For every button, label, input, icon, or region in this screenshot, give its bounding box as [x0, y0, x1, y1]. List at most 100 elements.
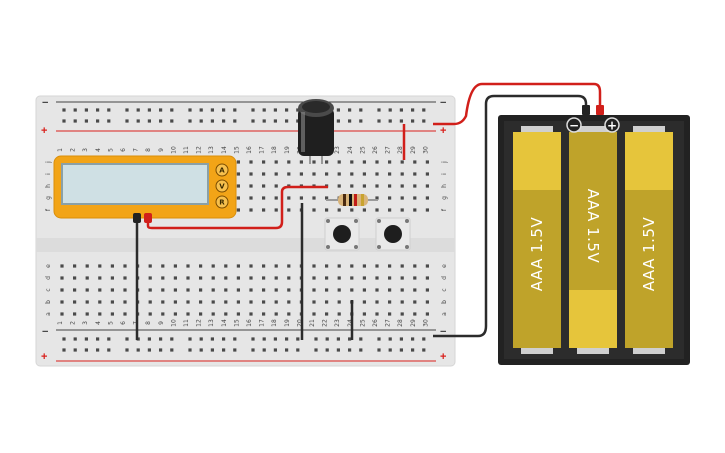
breadboard-hole[interactable] — [60, 276, 64, 280]
breadboard-hole[interactable] — [413, 264, 417, 268]
breadboard-hole[interactable] — [362, 300, 366, 304]
breadboard-hole[interactable] — [337, 208, 341, 212]
breadboard-hole[interactable] — [262, 337, 266, 341]
breadboard-hole[interactable] — [199, 264, 203, 268]
breadboard-hole[interactable] — [287, 276, 291, 280]
breadboard-hole[interactable] — [337, 184, 341, 188]
breadboard-hole[interactable] — [84, 119, 88, 123]
breadboard-hole[interactable] — [96, 337, 100, 341]
breadboard-hole[interactable] — [110, 276, 114, 280]
breadboard-hole[interactable] — [170, 348, 174, 352]
breadboard-hole[interactable] — [147, 348, 151, 352]
breadboard-hole[interactable] — [375, 312, 379, 316]
multimeter-mode-a-button[interactable]: A — [215, 163, 229, 177]
breadboard-hole[interactable] — [251, 108, 255, 112]
breadboard-hole[interactable] — [210, 348, 214, 352]
breadboard-hole[interactable] — [199, 348, 203, 352]
breadboard-hole[interactable] — [147, 108, 151, 112]
breadboard-hole[interactable] — [325, 288, 329, 292]
breadboard-hole[interactable] — [262, 300, 266, 304]
breadboard-hole[interactable] — [285, 108, 289, 112]
breadboard-hole[interactable] — [262, 184, 266, 188]
breadboard-hole[interactable] — [110, 300, 114, 304]
breadboard-hole[interactable] — [375, 172, 379, 176]
breadboard-hole[interactable] — [199, 300, 203, 304]
breadboard-hole[interactable] — [170, 108, 174, 112]
breadboard-hole[interactable] — [400, 276, 404, 280]
breadboard-hole[interactable] — [425, 196, 429, 200]
breadboard-hole[interactable] — [377, 337, 381, 341]
breadboard-hole[interactable] — [173, 300, 177, 304]
electrolytic-capacitor[interactable] — [298, 99, 334, 164]
breadboard-hole[interactable] — [211, 264, 215, 268]
breadboard-hole[interactable] — [73, 119, 77, 123]
breadboard-hole[interactable] — [336, 119, 340, 123]
breadboard-hole[interactable] — [336, 348, 340, 352]
breadboard-hole[interactable] — [425, 264, 429, 268]
meter-red-lead-wire[interactable] — [146, 185, 328, 230]
multimeter-mode-v-button[interactable]: V — [215, 179, 229, 193]
breadboard-hole[interactable] — [296, 337, 300, 341]
breadboard-hole[interactable] — [159, 337, 163, 341]
breadboard-hole[interactable] — [222, 108, 226, 112]
breadboard-hole[interactable] — [224, 312, 228, 316]
breadboard-hole[interactable] — [262, 208, 266, 212]
breadboard-hole[interactable] — [136, 108, 140, 112]
breadboard-hole[interactable] — [312, 172, 316, 176]
breadboard-hole[interactable] — [98, 264, 102, 268]
breadboard-hole[interactable] — [413, 172, 417, 176]
breadboard-hole[interactable] — [199, 276, 203, 280]
breadboard-hole[interactable] — [422, 119, 426, 123]
breadboard-hole[interactable] — [413, 208, 417, 212]
breadboard-hole[interactable] — [161, 276, 165, 280]
breadboard-hole[interactable] — [337, 288, 341, 292]
breadboard-hole[interactable] — [173, 288, 177, 292]
breadboard-hole[interactable] — [362, 208, 366, 212]
breadboard-hole[interactable] — [123, 288, 127, 292]
breadboard-hole[interactable] — [199, 288, 203, 292]
breadboard-hole[interactable] — [399, 108, 403, 112]
breadboard-hole[interactable] — [400, 288, 404, 292]
breadboard-hole[interactable] — [348, 108, 352, 112]
breadboard-hole[interactable] — [262, 264, 266, 268]
breadboard-hole[interactable] — [161, 312, 165, 316]
breadboard-hole[interactable] — [377, 119, 381, 123]
breadboard-hole[interactable] — [388, 119, 392, 123]
breadboard-hole[interactable] — [425, 312, 429, 316]
breadboard-hole[interactable] — [375, 288, 379, 292]
breadboard-hole[interactable] — [222, 119, 226, 123]
breadboard-hole[interactable] — [400, 196, 404, 200]
breadboard-hole[interactable] — [388, 184, 392, 188]
breadboard-hole[interactable] — [73, 337, 77, 341]
breadboard-hole[interactable] — [236, 264, 240, 268]
breadboard-hole[interactable] — [425, 160, 429, 164]
breadboard-hole[interactable] — [413, 184, 417, 188]
breadboard-hole[interactable] — [123, 264, 127, 268]
battery-minus-terminal[interactable]: − — [566, 117, 582, 133]
breadboard-hole[interactable] — [375, 300, 379, 304]
breadboard-hole[interactable] — [425, 300, 429, 304]
breadboard-hole[interactable] — [362, 264, 366, 268]
breadboard-hole[interactable] — [362, 312, 366, 316]
breadboard-hole[interactable] — [60, 288, 64, 292]
breadboard-hole[interactable] — [377, 108, 381, 112]
breadboard-hole[interactable] — [375, 276, 379, 280]
breadboard-hole[interactable] — [388, 300, 392, 304]
breadboard-hole[interactable] — [388, 196, 392, 200]
breadboard-hole[interactable] — [136, 348, 140, 352]
breadboard-hole[interactable] — [350, 172, 354, 176]
breadboard-hole[interactable] — [224, 276, 228, 280]
breadboard-hole[interactable] — [262, 119, 266, 123]
breadboard-hole[interactable] — [262, 160, 266, 164]
breadboard-hole[interactable] — [123, 276, 127, 280]
breadboard-hole[interactable] — [222, 337, 226, 341]
breadboard-hole[interactable] — [107, 348, 111, 352]
breadboard-hole[interactable] — [314, 337, 318, 341]
breadboard-hole[interactable] — [211, 312, 215, 316]
breadboard-hole[interactable] — [273, 337, 277, 341]
breadboard-hole[interactable] — [274, 184, 278, 188]
breadboard-hole[interactable] — [348, 337, 352, 341]
battery-plus-terminal[interactable]: + — [604, 117, 620, 133]
breadboard-hole[interactable] — [388, 348, 392, 352]
breadboard-hole[interactable] — [199, 119, 203, 123]
